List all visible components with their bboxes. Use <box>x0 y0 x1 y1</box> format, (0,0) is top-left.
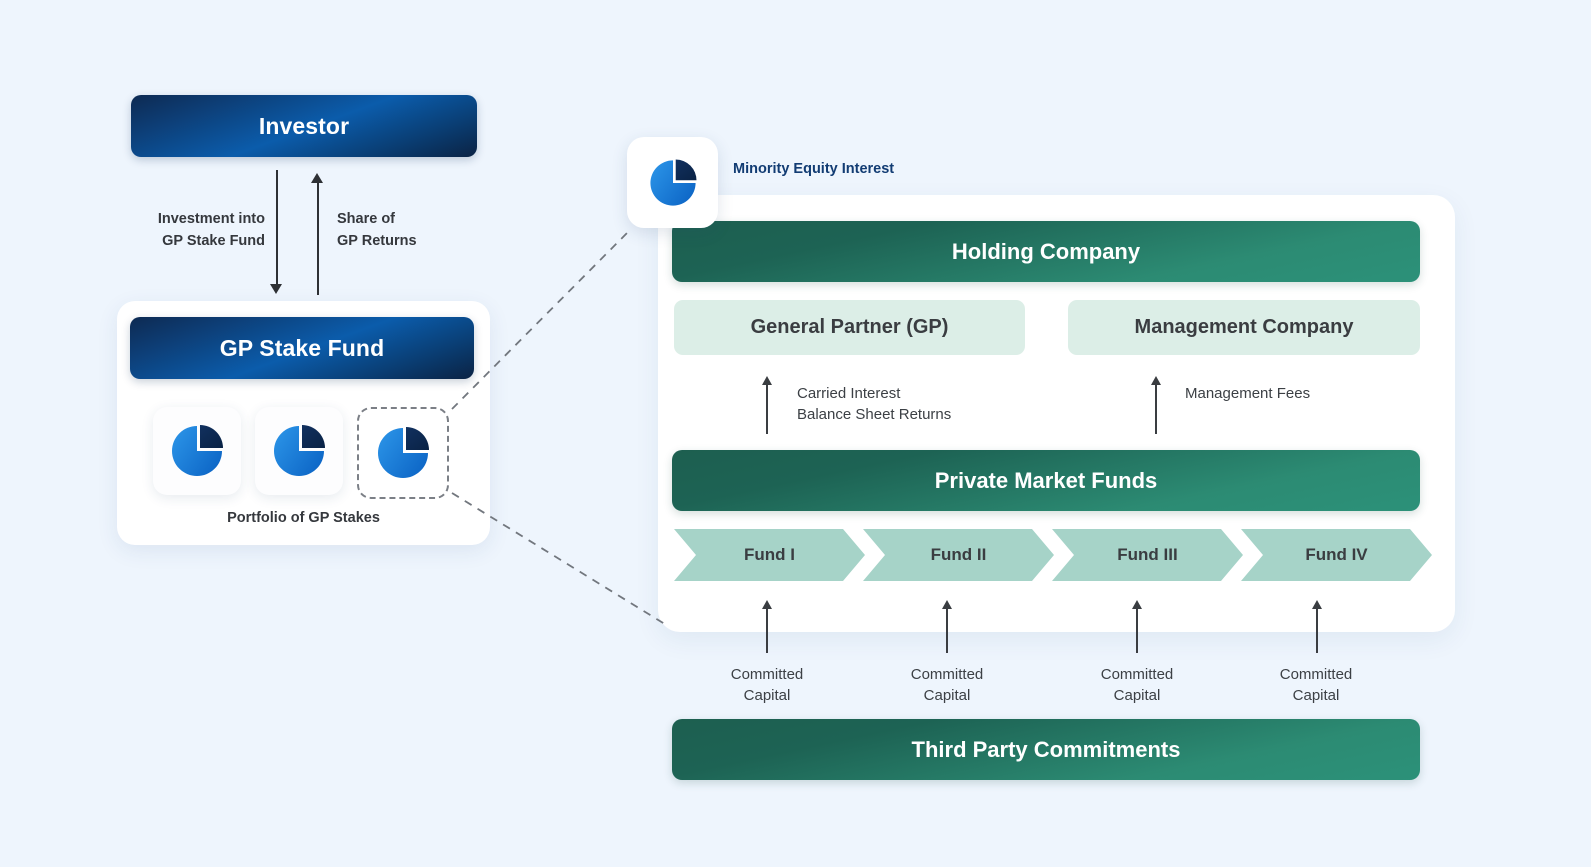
fund-chevron-3[interactable]: Fund III <box>1052 529 1243 581</box>
private-market-funds-label: Private Market Funds <box>934 467 1158 493</box>
private-market-funds-box[interactable]: Private Market Funds <box>672 450 1420 511</box>
fund-label: Fund II <box>930 545 987 564</box>
committed-capital-arrow-head-3 <box>1132 600 1142 609</box>
minority-equity-interest-label: Minority Equity Interest <box>733 161 895 177</box>
minority-equity-icon-card[interactable] <box>627 137 718 228</box>
investor-label: Investor <box>258 112 350 139</box>
fund-chevron-4[interactable]: Fund IV <box>1241 529 1432 581</box>
third-party-commitments-label: Third Party Commitments <box>911 736 1181 762</box>
general-partner-label: General Partner (GP) <box>750 316 949 338</box>
committed-capital-label-3: Committed Capital <box>1100 666 1174 704</box>
management-company-label: Management Company <box>1134 316 1354 338</box>
gp-stake-fund-label: GP Stake Fund <box>219 334 385 361</box>
holding-company-label: Holding Company <box>951 238 1141 264</box>
investment-arrow-shaft <box>276 170 278 285</box>
committed-capital-arrow-head-4 <box>1312 600 1322 609</box>
committed-capital-label-1: Committed Capital <box>730 666 804 704</box>
returns-arrow-head <box>311 173 323 183</box>
committed-capital-arrow-shaft-1 <box>766 608 768 653</box>
investment-flow-label: Investment into GP Stake Fund <box>157 211 265 249</box>
fund-chevron-2[interactable]: Fund II <box>863 529 1054 581</box>
portfolio-stake-tile-3-selected[interactable] <box>357 407 449 499</box>
management-fees-arrow-shaft <box>1155 384 1157 434</box>
returns-flow-label: Share of GP Returns <box>337 211 417 249</box>
pie-chart-icon <box>274 425 325 476</box>
returns-arrow-shaft <box>317 182 319 295</box>
committed-capital-label-2: Committed Capital <box>910 666 984 704</box>
committed-capital-arrow-head-2 <box>942 600 952 609</box>
investment-arrow-head <box>270 284 282 294</box>
portfolio-stake-tile-2[interactable] <box>255 407 343 495</box>
fund-label: Fund IV <box>1305 545 1368 564</box>
pie-chart-icon <box>649 159 696 206</box>
carried-interest-arrow-shaft <box>766 384 768 434</box>
gp-stake-fund-box[interactable]: GP Stake Fund <box>130 317 474 379</box>
carried-interest-arrow-head <box>762 376 772 385</box>
management-company-box[interactable]: Management Company <box>1068 300 1420 355</box>
fund-chevron-1[interactable]: Fund I <box>674 529 865 581</box>
portfolio-stake-tile-1[interactable] <box>153 407 241 495</box>
committed-capital-arrow-shaft-2 <box>946 608 948 653</box>
investor-box[interactable]: Investor <box>131 95 477 157</box>
third-party-commitments-box[interactable]: Third Party Commitments <box>672 719 1420 780</box>
carried-interest-label: Carried Interest Balance Sheet Returns <box>797 385 952 423</box>
portfolio-caption: Portfolio of GP Stakes <box>227 510 380 526</box>
fund-label: Fund I <box>744 545 795 564</box>
committed-capital-arrow-head-1 <box>762 600 772 609</box>
pie-chart-icon <box>378 427 429 478</box>
fund-label: Fund III <box>1117 545 1178 564</box>
management-fees-arrow-head <box>1151 376 1161 385</box>
general-partner-box[interactable]: General Partner (GP) <box>674 300 1025 355</box>
committed-capital-arrow-shaft-3 <box>1136 608 1138 653</box>
committed-capital-arrow-shaft-4 <box>1316 608 1318 653</box>
pie-chart-icon <box>172 425 223 476</box>
committed-capital-label-4: Committed Capital <box>1279 666 1353 704</box>
holding-company-box[interactable]: Holding Company <box>672 221 1420 282</box>
management-fees-label: Management Fees <box>1185 385 1311 402</box>
